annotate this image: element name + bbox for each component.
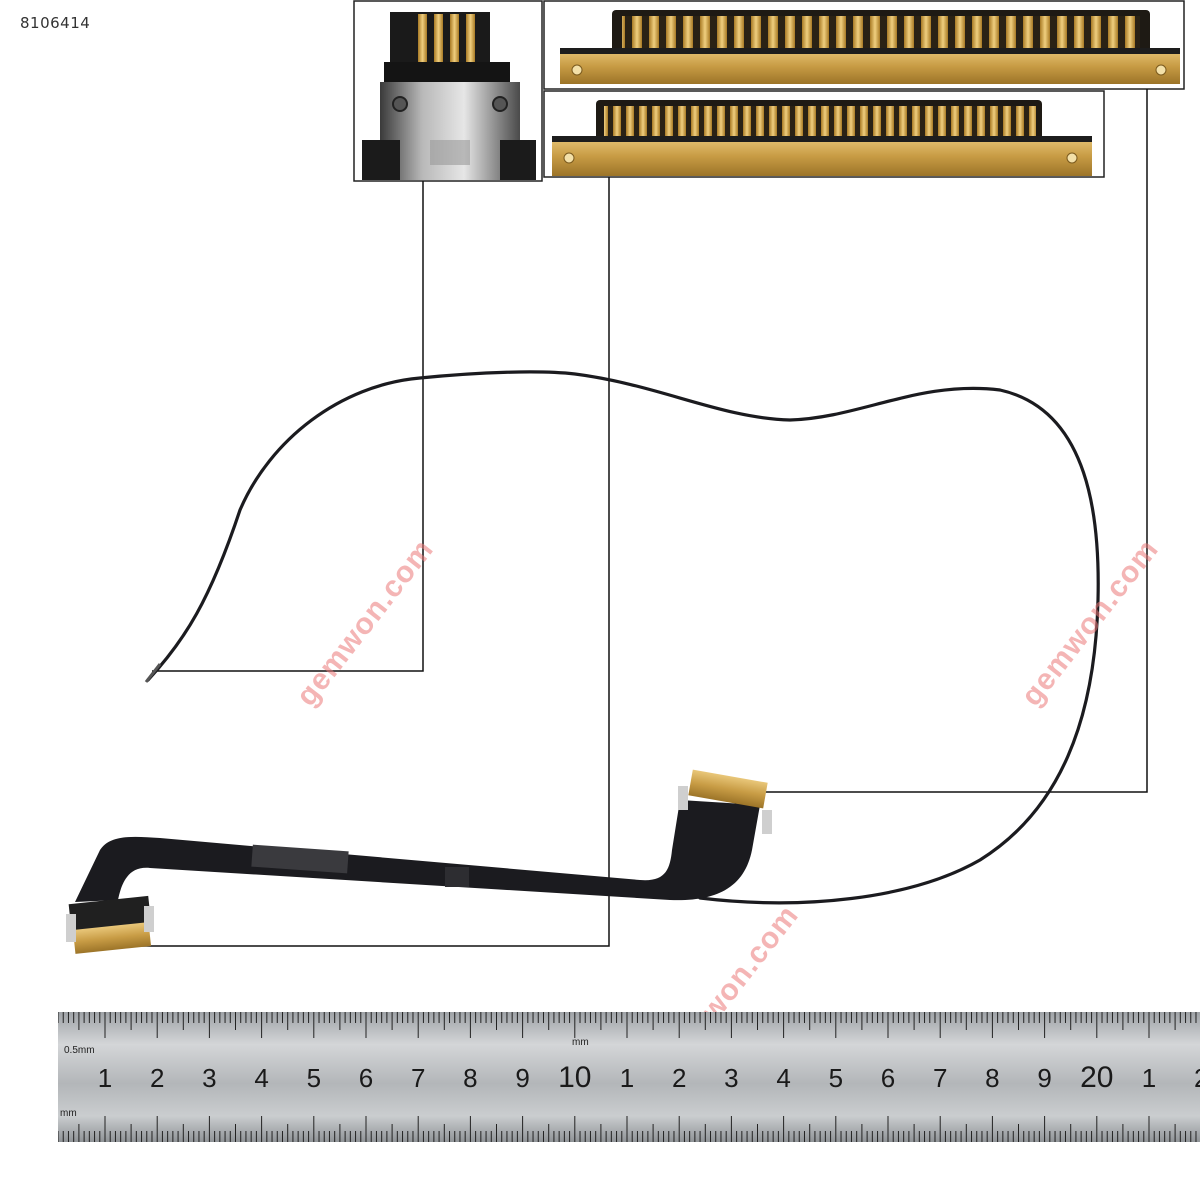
ruler-number: 5 — [829, 1063, 843, 1093]
ruler-unit-bottom: mm — [60, 1108, 77, 1119]
coax-cable — [146, 370, 1100, 905]
ruler-number: 8 — [985, 1063, 999, 1093]
inset-lvds-connector-large — [543, 0, 1185, 90]
ruler-number: 4 — [254, 1063, 268, 1093]
ruler-number: 9 — [515, 1063, 529, 1093]
ruler-number: 4 — [776, 1063, 790, 1093]
ruler: 1 2 3 4 5 6 7 8 9 10 1 2 3 4 5 6 7 8 9 20 1 2 0.5mm mm mm — [58, 1012, 1200, 1142]
ruler-body — [58, 1012, 1200, 1142]
ruler-number: 3 — [724, 1063, 738, 1093]
leader-line-lvds-large — [762, 89, 1148, 793]
coax-pin — [466, 14, 475, 66]
ruler-number: 10 — [558, 1061, 591, 1094]
coax-pin — [450, 14, 459, 66]
ruler-number: 8 — [463, 1063, 477, 1093]
ruler-number: 6 — [359, 1063, 373, 1093]
inset-lvds-connector-small — [543, 90, 1105, 178]
coax-pin — [418, 14, 427, 66]
ruler-number: 3 — [202, 1063, 216, 1093]
flat-cable-body — [75, 800, 760, 902]
ruler-number: 1 — [98, 1063, 112, 1093]
lvds-flat-cable — [75, 800, 760, 902]
inset-coax-connector — [353, 0, 543, 182]
ruler-number: 1 — [620, 1063, 634, 1093]
leader-line-coax — [152, 181, 424, 672]
ruler-number: 9 — [1037, 1063, 1051, 1093]
lvds-gold-flex — [552, 136, 1092, 176]
product-sku: 8106414 — [20, 14, 91, 32]
leader-line-lvds-small — [112, 177, 610, 947]
lvds-connector-left — [66, 895, 154, 954]
ruler-number: 7 — [933, 1063, 947, 1093]
cable-tape — [445, 867, 469, 887]
ruler-number: 20 — [1080, 1061, 1113, 1094]
ruler-unit-top: mm — [572, 1037, 589, 1048]
ruler-number: 1 — [1142, 1063, 1156, 1093]
ruler-number: 6 — [881, 1063, 895, 1093]
coax-pin — [434, 14, 443, 66]
ruler-number: 7 — [411, 1063, 425, 1093]
cable-tape — [251, 844, 349, 874]
ruler-number: 2 — [672, 1063, 686, 1093]
ruler-numbers: 1 2 3 4 5 6 7 8 9 10 1 2 3 4 5 6 7 8 9 20 1 2 — [98, 1061, 1200, 1094]
coax-cable-tip — [144, 663, 162, 683]
lvds-connector-right — [678, 769, 772, 834]
product-photo — [66, 0, 1185, 954]
ruler-number: 2 — [1194, 1063, 1200, 1093]
ruler-resolution: 0.5mm — [64, 1045, 95, 1056]
ruler-number: 2 — [150, 1063, 164, 1093]
ruler-number: 5 — [307, 1063, 321, 1093]
leader-lines — [112, 89, 1148, 947]
ruler-ticks — [58, 1012, 1197, 1142]
